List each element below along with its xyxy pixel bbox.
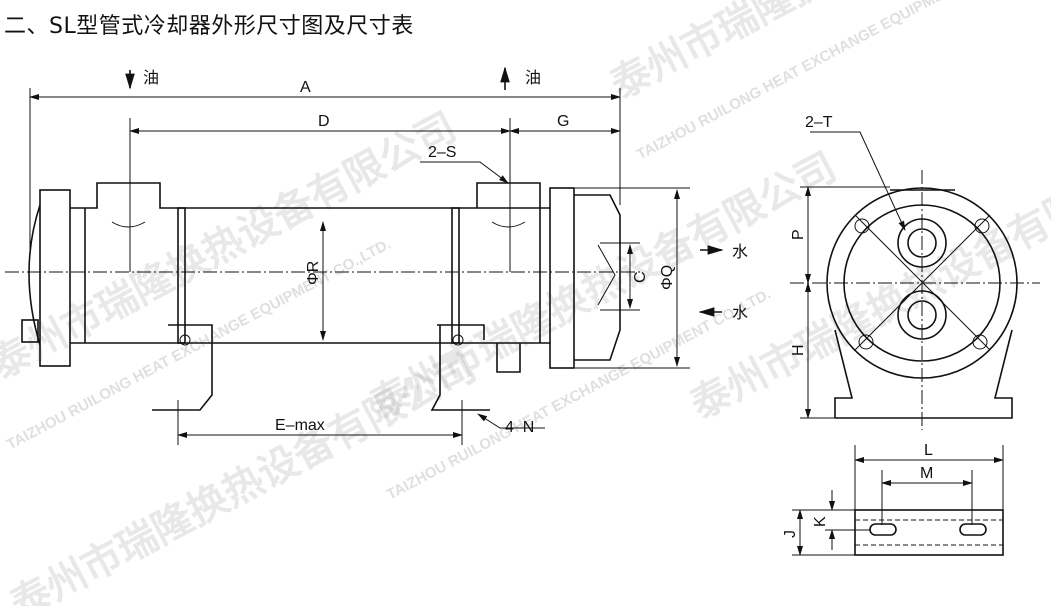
dim-K: K xyxy=(812,516,829,527)
dim-J: J xyxy=(782,530,799,538)
dim-2T: 2–T xyxy=(805,114,833,131)
dim-L: L xyxy=(924,442,933,459)
dim-Q: ΦQ xyxy=(659,265,676,290)
side-view: 2–T P H xyxy=(790,114,1040,430)
oil-outlet-label: 油 xyxy=(525,68,541,87)
base-view: L M K J xyxy=(782,442,1004,556)
dim-P: P xyxy=(790,229,807,240)
dim-A: A xyxy=(300,79,311,96)
front-view: 油 油 水 水 A D G 2–S ΦR C ΦQ E–max 4–N xyxy=(5,66,748,445)
drawing-title: 二、SL型管式冷却器外形尺寸图及尺寸表 xyxy=(4,14,414,39)
dim-R: ΦR xyxy=(305,261,322,285)
dim-4N: 4–N xyxy=(505,419,534,436)
dim-H: H xyxy=(790,344,807,356)
dim-G: G xyxy=(557,113,569,130)
dim-D: D xyxy=(318,113,330,130)
water-inlet-label: 水 xyxy=(732,303,748,322)
dim-M: M xyxy=(920,465,933,482)
dim-C: C xyxy=(632,271,649,283)
water-outlet-label: 水 xyxy=(732,242,748,261)
dim-E-max: E–max xyxy=(275,417,325,434)
dim-2S: 2–S xyxy=(428,144,456,161)
oil-inlet-label: 油 xyxy=(143,68,159,87)
